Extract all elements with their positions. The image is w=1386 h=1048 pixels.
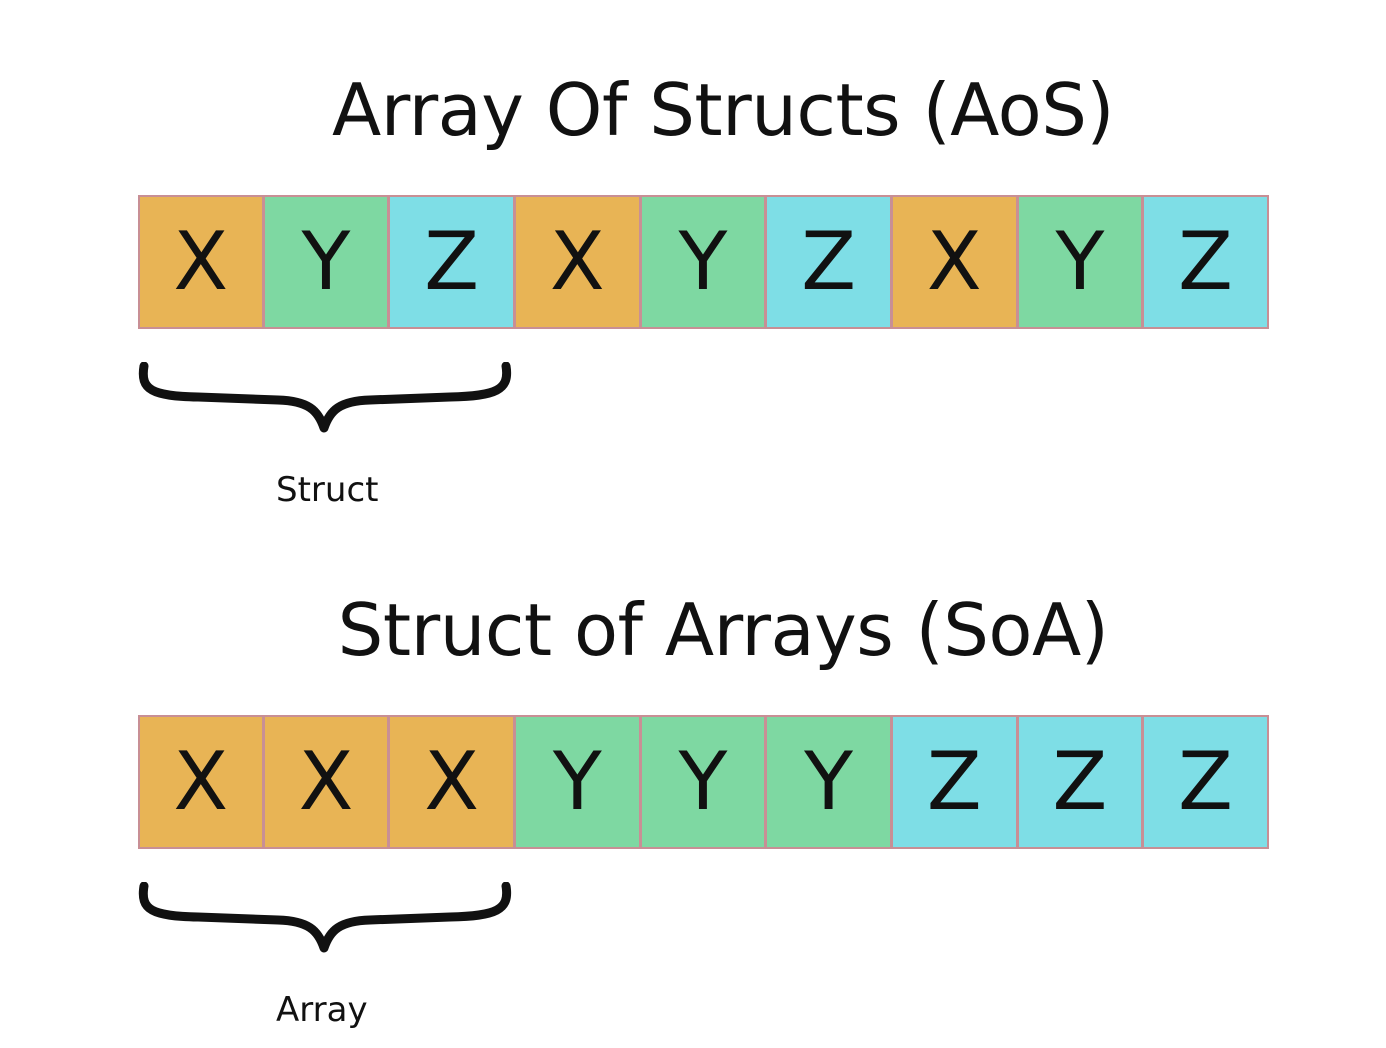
soa-cell: Y bbox=[766, 715, 892, 849]
soa-cell: Y bbox=[514, 715, 641, 849]
curly-brace-icon bbox=[138, 362, 512, 433]
array-label: Array bbox=[276, 990, 368, 1030]
aos-cell: Y bbox=[1017, 195, 1144, 329]
struct-label: Struct bbox=[276, 470, 379, 510]
aos-memory-row: X Y Z X Y Z X Y Z bbox=[138, 195, 1269, 329]
curly-brace-icon bbox=[138, 882, 512, 953]
soa-cell: X bbox=[138, 715, 264, 849]
aos-cell: X bbox=[514, 195, 641, 329]
soa-cell: Z bbox=[1017, 715, 1144, 849]
soa-cell: Z bbox=[891, 715, 1018, 849]
soa-cell: Z bbox=[1143, 715, 1269, 849]
aos-title: Array Of Structs (AoS) bbox=[331, 68, 1115, 152]
soa-cell: Y bbox=[640, 715, 767, 849]
soa-cell: X bbox=[263, 715, 390, 849]
aos-cell: X bbox=[138, 195, 264, 329]
soa-title: Struct of Arrays (SoA) bbox=[337, 588, 1109, 672]
aos-cell: Z bbox=[1143, 195, 1269, 329]
aos-cell: Z bbox=[389, 195, 515, 329]
soa-cell: X bbox=[389, 715, 515, 849]
soa-memory-row: X X X Y Y Y Z Z Z bbox=[138, 715, 1269, 849]
aos-cell: Y bbox=[640, 195, 767, 329]
aos-cell: X bbox=[891, 195, 1018, 329]
aos-cell: Z bbox=[766, 195, 892, 329]
aos-cell: Y bbox=[263, 195, 390, 329]
